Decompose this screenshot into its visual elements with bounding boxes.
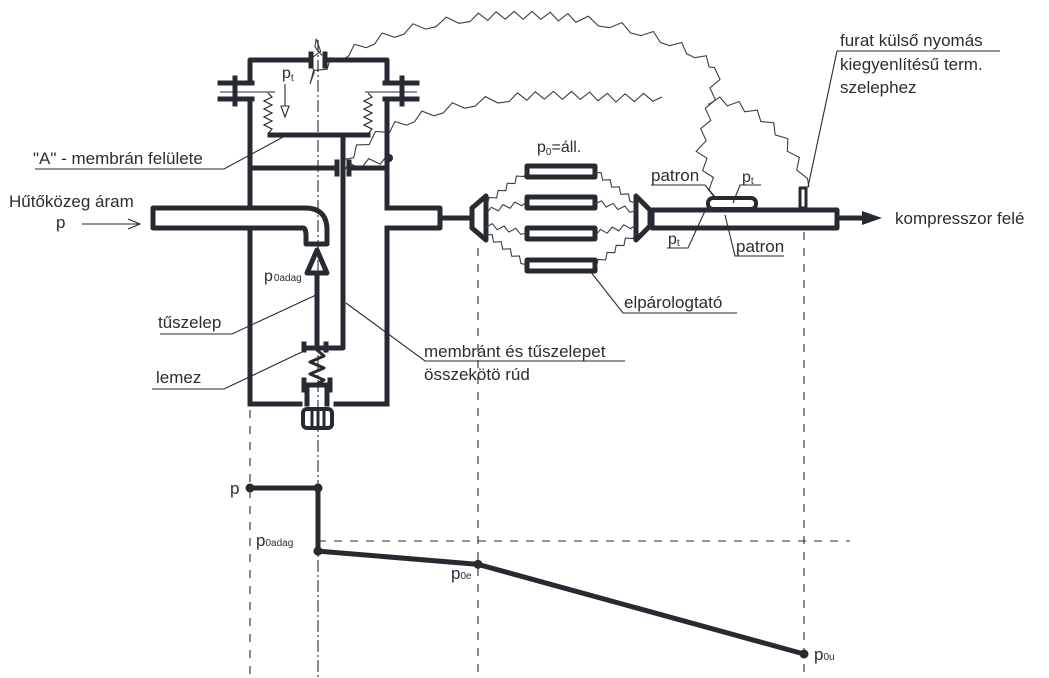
label-refrigerant-flow: Hűtőközeg áram [9, 192, 134, 211]
leader-pt-bottom [667, 210, 706, 249]
label-pressure-p0adag: p0adag [256, 531, 293, 550]
distribution-line-4-out [595, 232, 637, 268]
capillary-connection-point [385, 154, 393, 162]
label-pressure-p0u: p0u [814, 645, 835, 664]
distribution-line-4-in [484, 234, 528, 266]
distribution-line-2-out [594, 200, 637, 213]
pressure-point-p_after_inlet [313, 483, 323, 493]
label-pt-cartridge-top: pt [742, 169, 754, 187]
evaporator-distribution-lines [484, 170, 637, 268]
pressure-point-p [245, 483, 255, 493]
adjusting-screw-body [304, 383, 330, 407]
pressure-profile-graph: p p0adag p0e p0u [230, 479, 835, 664]
label-p0-constant: p0=áll. [537, 139, 581, 158]
compressor-arrow-head [862, 211, 882, 225]
label-bore-2: kiegyenlítésű term. [840, 55, 983, 74]
pressure-point-p0u [799, 649, 809, 659]
evaporator-tube-4 [524, 257, 598, 274]
pressure-bore-stub [798, 186, 808, 210]
label-pt-membrane: pt [282, 65, 294, 84]
label-needle-valve: tűszelep [158, 313, 221, 332]
adjusting-spring [308, 348, 326, 386]
leader-cartridge-bottom [724, 214, 784, 257]
leader-evaporator [589, 270, 737, 314]
label-pt-cartridge-bottom: pt [668, 231, 680, 249]
outlet-pipe [384, 205, 443, 231]
label-cartridge-top: patron [651, 166, 699, 185]
label-inlet-pressure: p [56, 213, 65, 232]
bellows-spring-left [262, 92, 274, 135]
inlet-pipe [150, 205, 330, 247]
label-p0adag-valve: p0adag [264, 268, 302, 285]
evaporator-assembly [469, 163, 653, 274]
distributor-outlet [633, 193, 653, 243]
leader-bore [807, 50, 1000, 188]
leader-connecting-rod [345, 302, 625, 362]
label-to-compressor: kompresszor felé [895, 209, 1024, 228]
distribution-line-1-in [486, 170, 528, 206]
evaporator-tube-3 [524, 225, 598, 242]
label-bore-3: szelephez [840, 78, 917, 97]
capillary-tube-bore [708, 96, 810, 189]
needle-valve-cone [304, 247, 330, 276]
label-plate: lemez [156, 368, 201, 387]
label-pressure-p0e: p0e [451, 564, 472, 583]
evaporator-tube-1 [524, 163, 598, 180]
leader-needle-valve [160, 294, 317, 335]
label-connecting-rod-1: membránt és tűszelepet [424, 342, 606, 361]
inlet-flow-arrow [82, 218, 142, 230]
bellows-spring-right [362, 92, 374, 135]
flange-right [382, 75, 420, 107]
label-connecting-rod-2: összekötö rúd [424, 365, 530, 384]
expansion-valve-body [150, 51, 473, 430]
label-cartridge-bottom: patron [736, 237, 784, 256]
flange-left [217, 75, 255, 107]
leader-plate [152, 349, 307, 390]
pressure-curve [247, 485, 807, 657]
leader-pt-top [732, 184, 761, 204]
evaporator-tube-2 [524, 194, 598, 211]
distribution-line-2-in [486, 201, 528, 214]
capillary-tube-inner [341, 90, 663, 174]
suction-line [649, 186, 882, 231]
label-membrane-surface: "A" - membrán felülete [33, 149, 203, 168]
distribution-line-3-in [485, 222, 528, 235]
pt-force-arrow [280, 84, 290, 119]
label-bore-1: furat külső nyomás [840, 31, 983, 50]
distribution-line-3-out [595, 224, 637, 236]
sensing-cartridge [706, 196, 758, 211]
pressure-point-p0e [473, 559, 483, 569]
connecting-rod [330, 134, 346, 351]
leader-cartridge-top [651, 184, 716, 199]
valve-top-cap [247, 57, 390, 86]
distributor-inlet [469, 193, 489, 243]
suction-pipe [649, 207, 840, 231]
leader-membrane [35, 135, 286, 170]
label-pressure-p: p [230, 479, 239, 498]
pressure-point-p0adag [313, 546, 323, 556]
distribution-line-1-out [593, 172, 637, 204]
label-evaporator: elpárologtató [624, 293, 722, 312]
